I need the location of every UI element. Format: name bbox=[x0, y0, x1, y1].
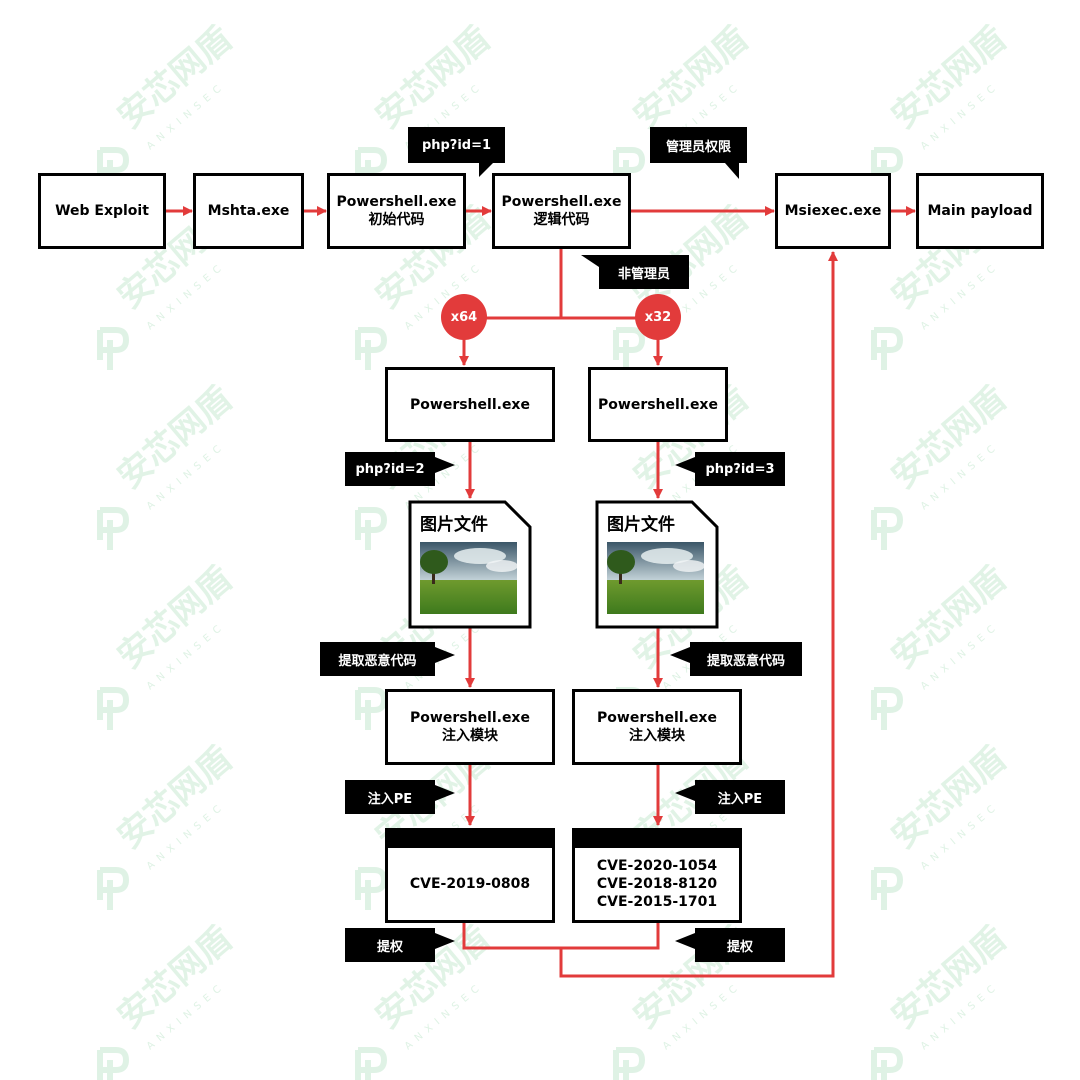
tag-label: 非管理员 bbox=[617, 266, 670, 282]
tag-label: 提权 bbox=[376, 939, 403, 955]
image-file-title: 图片文件 bbox=[420, 515, 488, 535]
tag-inject-pe-x32: 注入PE bbox=[675, 780, 785, 814]
watermark-logo-icon bbox=[97, 507, 130, 550]
landscape-icon bbox=[607, 542, 704, 614]
node-sublabel: 注入模块 bbox=[629, 728, 685, 744]
watermark-logo-icon bbox=[97, 327, 130, 370]
node-label: Powershell.exe bbox=[597, 710, 717, 726]
node-sublabel: 注入模块 bbox=[442, 728, 498, 744]
node-msiexec: Msiexec.exe bbox=[775, 173, 891, 249]
watermark-logo-icon bbox=[871, 1047, 904, 1080]
image-file-x64: 图片文件 bbox=[408, 500, 532, 629]
tag-php-id-2: php?id=2 bbox=[345, 452, 455, 486]
node-label: Powershell.exe bbox=[410, 710, 530, 726]
landscape-thumbnail bbox=[607, 542, 704, 614]
tag-label: 提取恶意代码 bbox=[338, 653, 417, 669]
image-file-x32: 图片文件 bbox=[595, 500, 719, 629]
image-file-title: 图片文件 bbox=[607, 515, 675, 535]
tag-label: 管理员权限 bbox=[665, 139, 731, 155]
node-label: Powershell.exe bbox=[501, 194, 622, 210]
node-label: Powershell.exe bbox=[410, 396, 530, 413]
cve-id: CVE-2019-0808 bbox=[409, 876, 531, 892]
branch-label: x64 bbox=[450, 309, 478, 325]
node-mshta: Mshta.exe bbox=[193, 173, 304, 249]
node-inject-x32: Powershell.exe 注入模块 bbox=[572, 689, 742, 765]
node-web-exploit: Web Exploit bbox=[38, 173, 166, 249]
tag-label: 提取恶意代码 bbox=[706, 653, 785, 669]
node-label: Main payload bbox=[927, 203, 1033, 219]
tag-extract-x32: 提取恶意代码 bbox=[670, 642, 802, 676]
node-sublabel: 初始代码 bbox=[368, 212, 425, 228]
tag-escalate-x32: 提权 bbox=[675, 928, 785, 962]
landscape-thumbnail bbox=[420, 542, 517, 614]
watermark-logo-icon bbox=[871, 867, 904, 910]
tag-label: 注入PE bbox=[717, 791, 763, 807]
tag-extract-x64: 提取恶意代码 bbox=[320, 642, 455, 676]
tag-label: php?id=2 bbox=[355, 461, 425, 477]
watermark-logo-icon bbox=[355, 1047, 388, 1080]
node-inject-x64: Powershell.exe 注入模块 bbox=[385, 689, 555, 765]
tag-php-id-1: php?id=1 bbox=[408, 127, 505, 177]
branch-x64: x64 bbox=[441, 294, 487, 340]
tag-php-id-3: php?id=3 bbox=[675, 452, 785, 486]
edge-escalate-merge bbox=[462, 922, 660, 950]
node-label: Web Exploit bbox=[55, 203, 149, 219]
branch-x32: x32 bbox=[635, 294, 681, 340]
watermark-logo-icon bbox=[355, 867, 388, 910]
watermark-logo-icon bbox=[355, 687, 388, 730]
node-label: Powershell.exe bbox=[336, 194, 457, 210]
tag-label: php?id=1 bbox=[421, 137, 492, 153]
landscape-icon bbox=[420, 542, 517, 614]
node-label: Powershell.exe bbox=[598, 396, 718, 413]
tag-escalate-x64: 提权 bbox=[345, 928, 455, 962]
watermark-logo-icon bbox=[97, 687, 130, 730]
node-cve-x64: CVE-2019-0808 bbox=[385, 828, 555, 923]
watermark-logo-icon bbox=[871, 507, 904, 550]
tag-label: 注入PE bbox=[367, 791, 413, 807]
watermark-logo-icon bbox=[355, 327, 388, 370]
watermark-logo-icon bbox=[97, 1047, 130, 1080]
tag-admin-privilege: 管理员权限 bbox=[650, 127, 747, 179]
cve-id: CVE-2020-1054 bbox=[596, 858, 718, 874]
watermark-logo-icon bbox=[871, 687, 904, 730]
watermark-logo-icon bbox=[871, 327, 904, 370]
watermark-logo-icon bbox=[355, 507, 388, 550]
node-sublabel: 逻辑代码 bbox=[533, 212, 590, 228]
tag-non-admin: 非管理员 bbox=[581, 255, 689, 289]
watermark-logo-icon bbox=[613, 327, 646, 370]
node-cve-x32: CVE-2020-1054 CVE-2018-8120 CVE-2015-170… bbox=[572, 828, 742, 923]
node-label: Msiexec.exe bbox=[784, 203, 882, 219]
watermark-logo-icon bbox=[97, 867, 130, 910]
edge-escalate-to-msiexec bbox=[559, 251, 838, 978]
node-powershell-init: Powershell.exe 初始代码 bbox=[327, 173, 466, 249]
node-main-payload: Main payload bbox=[916, 173, 1044, 249]
node-label: Mshta.exe bbox=[207, 203, 290, 219]
branch-label: x32 bbox=[644, 309, 672, 325]
tag-label: 提权 bbox=[726, 939, 753, 955]
watermark-logo-icon bbox=[613, 1047, 646, 1080]
cve-id: CVE-2015-1701 bbox=[596, 894, 718, 910]
node-powershell-x32: Powershell.exe bbox=[588, 367, 728, 442]
node-powershell-x64: Powershell.exe bbox=[385, 367, 555, 442]
node-powershell-logic: Powershell.exe 逻辑代码 bbox=[492, 173, 631, 249]
tag-label: php?id=3 bbox=[705, 461, 775, 477]
tag-inject-pe-x64: 注入PE bbox=[345, 780, 455, 814]
cve-id: CVE-2018-8120 bbox=[596, 876, 718, 892]
